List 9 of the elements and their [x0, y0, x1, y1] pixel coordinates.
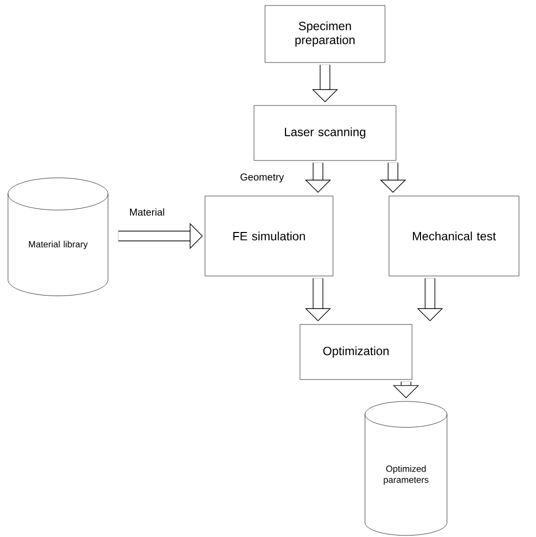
process-box: Specimen preparation	[264, 5, 386, 63]
process-box: Mechanical test	[388, 196, 520, 276]
database-cylinder: Material library	[8, 178, 108, 296]
process-box: Optimization	[300, 324, 412, 380]
database-cylinder: Optimized parameters	[364, 401, 448, 536]
edge-label: Material	[130, 208, 164, 216]
process-box: Laser scanning	[254, 105, 396, 161]
edge-label: Geometry	[240, 173, 284, 183]
process-box: FE simulation	[204, 196, 334, 276]
